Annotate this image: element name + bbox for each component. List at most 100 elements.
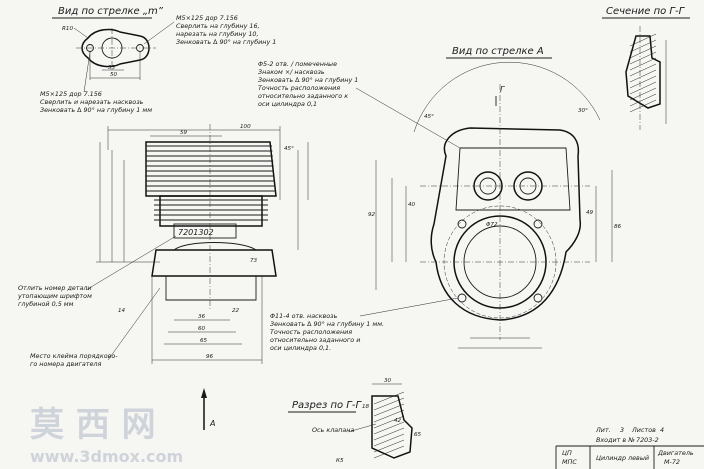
dim-59-text: 59: [180, 130, 188, 136]
part-number: 7201302: [178, 228, 214, 237]
tb-code: ЦП: [562, 449, 572, 457]
watermark-cn: 莫 西 网: [30, 405, 156, 445]
cut-gg-hatch: [373, 391, 405, 459]
m-note-top-2: Сверлить на глубину 16,: [176, 22, 260, 30]
section-gg-title: Сечение по Г-Г: [606, 6, 686, 17]
cut-hatch-line: [373, 397, 405, 411]
angle-arc: [413, 61, 601, 133]
section-hatch-line: [629, 51, 657, 65]
bolt-hole-tl: [457, 219, 467, 229]
cut-dim-65-text: 65: [414, 432, 422, 438]
hole-note-top-2: Знаком ×/ насквозь: [258, 68, 325, 76]
view-m-title: Вид по стрелке „m”: [58, 6, 164, 17]
watermark-url: www.3dmox.com: [30, 447, 183, 466]
section-hatch-line: [629, 45, 657, 59]
tb-part-name: Цилиндр левый: [596, 454, 649, 462]
section-hatch-line: [629, 33, 657, 47]
cut-hatch-line: [373, 445, 405, 459]
flange-hole-left: [86, 44, 94, 52]
dim-60-text: 60: [198, 326, 206, 332]
part-number-plate: [173, 223, 237, 239]
bolt-hole-bl: [457, 293, 467, 303]
hole-note-top-leader: [355, 87, 461, 149]
m-note-top-1: M5×125 дор 7.156: [176, 14, 238, 22]
m-note-top-4: Зенковать ∆ 90° на глубину 1: [176, 38, 276, 46]
section-arrow-head: [201, 388, 207, 398]
section-hatch-line: [629, 57, 657, 71]
m-note-top-3: нарезать на глубину 10,: [176, 30, 259, 38]
section-arrow-letter: A: [209, 419, 215, 428]
flange-dim-50-text: 50: [110, 72, 118, 78]
section-hatch-line: [629, 81, 657, 95]
m-note-bottom-1: M5×125 дор 7.156: [40, 90, 102, 98]
cut-hatch-line: [373, 391, 405, 405]
cut-hatch-line: [373, 415, 405, 429]
valve-axis-leader: [347, 423, 377, 433]
m-note-top-leader: [143, 21, 175, 45]
angle-30: 30°: [578, 108, 588, 114]
dim-36-text: 36: [198, 314, 206, 320]
cut-hatch-line: [373, 439, 405, 453]
tb-enters-label: Входит в №: [596, 436, 635, 444]
section-hatch-line: [629, 87, 657, 101]
hole-note-top-6: оси цилиндра 0,1: [258, 100, 317, 108]
section-hatch-line: [629, 69, 657, 83]
a-dim-49: 49: [586, 210, 594, 216]
dim-22-text: 22: [232, 308, 240, 314]
cut-dim-42-text: 42: [394, 418, 402, 424]
skirt: [165, 276, 257, 301]
cut-k5-text: К5: [336, 458, 344, 464]
a-dim-40: 40: [408, 202, 416, 208]
dim-side-45: 45°: [284, 146, 294, 152]
section-hatch-line: [629, 99, 657, 113]
flange-radius-label: R10: [62, 26, 73, 32]
tb-sheets-total: 4: [660, 426, 664, 434]
cut-gg-title: Разрез по Г-Г: [292, 400, 362, 411]
head-rect: [455, 147, 571, 211]
cut-hatch-line: [373, 409, 405, 423]
view-a-title: Вид по стрелке A: [452, 46, 544, 57]
hole-note-top-4: Точность расположения: [258, 84, 340, 92]
brand-leader: [107, 287, 161, 361]
section-hatch-line: [629, 75, 657, 89]
section-hatch-line: [629, 39, 657, 53]
hole-note-top-1: Φ5-2 отв. / помеченные: [258, 60, 337, 68]
section-gg-profile: [625, 35, 661, 109]
title-block: Лит. 3 Листов 4 Входит в № 7203-2 ЦП МПС…: [555, 426, 704, 469]
stamp-note-1: Отлить номер детали: [18, 284, 92, 292]
base-curve: [173, 242, 257, 251]
hole-note-bot-3: Точность расположения: [270, 328, 352, 336]
m-note-bottom-2: Сверлить и нарезать насквозь: [40, 98, 144, 106]
cut-hatch-line: [373, 421, 405, 435]
hole-note-bot-4: относительно заданного и: [270, 336, 360, 344]
tb-engine-model: М-72: [664, 458, 680, 466]
cut-dim-18-text: 18: [362, 404, 370, 410]
tb-sheet-no: 3: [620, 426, 624, 434]
stamp-note-3: глубиной 0,5 мм: [18, 300, 74, 308]
dim-96-text: 96: [206, 354, 214, 360]
dim-73-text: 73: [250, 258, 258, 264]
head-outline: [145, 141, 277, 197]
m-note-bottom-3: Зенковать ∆ 90° на глубину 1 мм: [40, 106, 152, 114]
cooling-fins: [146, 145, 276, 192]
valve-axis-label: Ось клапана: [312, 426, 354, 434]
dim-100-text: 100: [240, 124, 251, 130]
dim-14-text: 14: [118, 308, 126, 314]
side-view: 100 59 7201302 45° 36 60 65: [17, 124, 309, 368]
hole-note-bot-5: оси цилиндра 0,1.: [270, 344, 331, 352]
dim-65-text: 65: [200, 338, 208, 344]
hole-note-bot-2: Зенковать ∆ 90° на глубину 1 мм.: [270, 320, 384, 328]
angle-45: 45°: [424, 114, 434, 120]
brand-note-1: Место клейма порядково-: [30, 352, 118, 360]
hole-note-top-5: относительно заданного к: [258, 92, 348, 100]
section-hatch-line: [629, 63, 657, 77]
barrel-fins: [154, 199, 268, 221]
hole-note-bot-leader: [359, 297, 459, 317]
flange-dim-33-text: 33: [108, 65, 116, 71]
cut-gg: Разрез по Г-Г 30 42 65 18 К5 Ось клапана…: [201, 378, 422, 464]
barrel-outline: [159, 195, 263, 227]
a-dim-92: 92: [368, 212, 376, 218]
hole-note-bot-1: Φ11-4 отв. насквозь: [270, 312, 338, 320]
tb-sheet-label: Лит.: [595, 426, 611, 434]
